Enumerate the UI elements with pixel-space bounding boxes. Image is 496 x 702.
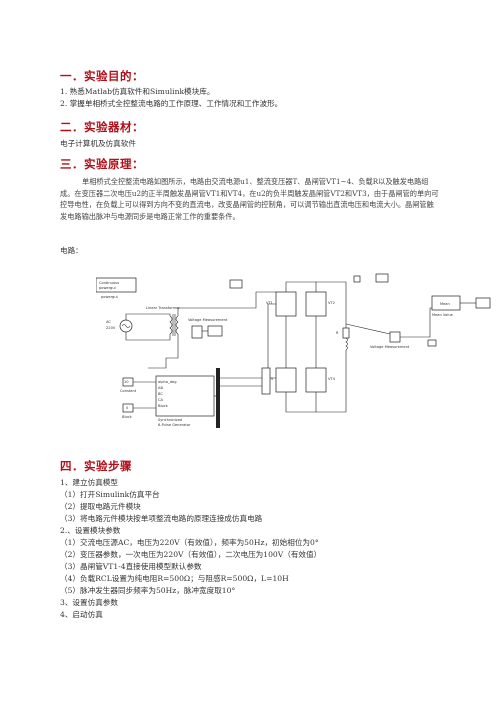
pulse-port-ca: CA <box>158 398 164 402</box>
step-2-1: （1）交流电压源AC，电压为220V（有效值），频率为50Hz，初始相位为0° <box>60 538 319 547</box>
pulse-generator-name: Synchronized <box>158 418 182 422</box>
scope-1 <box>229 279 243 289</box>
voltage-measurement-label: Voltage Measurement <box>188 318 228 322</box>
step-1-2: （2）提取电路元件模块 <box>60 502 141 511</box>
constant-name: Constant <box>120 389 137 393</box>
thyristor-vt4 <box>305 367 327 393</box>
circuit-label: 电路： <box>60 246 83 255</box>
step-1: 1、建立仿真模型 <box>60 478 118 487</box>
block-value: 0 <box>126 406 129 410</box>
section-heading-principle: 三．实验原理： <box>60 157 144 171</box>
thyristor-vt2-label: VT2 <box>328 301 335 305</box>
pulse-port-block: Block <box>158 404 169 408</box>
purpose-item-2: 2. 掌握单相桥式全控整流电路的工作原理、工作情况和工作波形。 <box>60 99 283 108</box>
mean-label: Mean <box>440 302 450 306</box>
block-name: Block <box>122 415 133 419</box>
thyristor-vt2 <box>305 291 327 317</box>
equipment-text: 电子计算机及仿真软件 <box>60 139 136 148</box>
voltage-measurement-right-label: Voltage Measurement <box>370 345 410 349</box>
step-2-5: （5）脉冲发生器同步频率为50Hz，脉冲宽度取10° <box>60 586 236 595</box>
step-1-3: （3）将电路元件模块按单项整流电路的原理连接成仿真电路 <box>60 514 263 523</box>
pulse-port-ab: AB <box>158 386 163 390</box>
step-3: 3、设置仿真参数 <box>60 598 118 607</box>
voltage-measurement-block <box>191 325 203 339</box>
step-2-2: （2）变压器参数，一次电压为220V（有效值），二次电压为100V（有效值） <box>60 550 322 559</box>
voltage-measurement-right <box>389 331 401 343</box>
powergui-name: powergui <box>101 295 118 299</box>
load-resistor <box>342 327 350 339</box>
pulse-port-bc: BC <box>158 392 163 396</box>
constant-value: 10 <box>124 380 129 384</box>
thyristor-vt3 <box>275 367 297 393</box>
thyristor-vt1 <box>275 291 297 317</box>
section-heading-steps: 四．实验步骤 <box>60 459 132 473</box>
step-2-4: （4）负载RCL设置为纯电阻R=500Ω；与阻感R=500Ω，L=10H <box>60 574 289 583</box>
powergui-sublabel: powergui <box>99 286 116 290</box>
principle-paragraph: 单相桥式全控整流电路如图所示，电路由交流电源u1、整流变压器T、晶闸管VT1~4… <box>60 177 439 221</box>
current-meter <box>353 275 361 283</box>
pulse-generator-block <box>155 375 215 417</box>
simulink-circuit-diagram: Continuous powergui powergui AC 220V Lin… <box>96 273 491 428</box>
scope-mid <box>261 367 271 395</box>
powergui-label: Continuous <box>99 281 119 285</box>
section-heading-purpose: 一．实验目的： <box>60 69 144 83</box>
section-heading-equipment: 二．实验器材： <box>60 120 144 134</box>
ac-source-value: 220V <box>106 326 116 330</box>
step-2-3: （3）晶闸管VT1-4直接使用模型默认参数 <box>60 562 202 571</box>
step-4: 4、启动仿真 <box>60 610 103 619</box>
display-block <box>475 297 491 309</box>
powergui-block <box>96 277 137 293</box>
mean-value-label: Mean Value <box>432 313 454 317</box>
purpose-item-1: 1. 熟悉Matlab仿真软件和Simulink模块库。 <box>60 87 215 96</box>
ac-source-name: AC <box>106 320 111 324</box>
step-2: 2.、设置模块参数 <box>60 526 121 535</box>
step-1-1: （1）打开Simulink仿真平台 <box>60 490 160 499</box>
pulse-port-alpha: alpha_deg <box>158 380 177 384</box>
pulse-generator-subname: 6-Pulse Generator <box>158 423 191 427</box>
scope-right <box>427 339 437 347</box>
demux-bar <box>216 368 220 428</box>
thyristor-vt4-label: VT4 <box>328 377 336 381</box>
scope-2 <box>207 325 223 337</box>
thyristor-vt1-label: VT1 <box>266 301 273 305</box>
load-label: R <box>336 331 339 335</box>
scope-top-right <box>375 273 389 283</box>
transformer-label: Linear Transformer <box>146 306 180 310</box>
